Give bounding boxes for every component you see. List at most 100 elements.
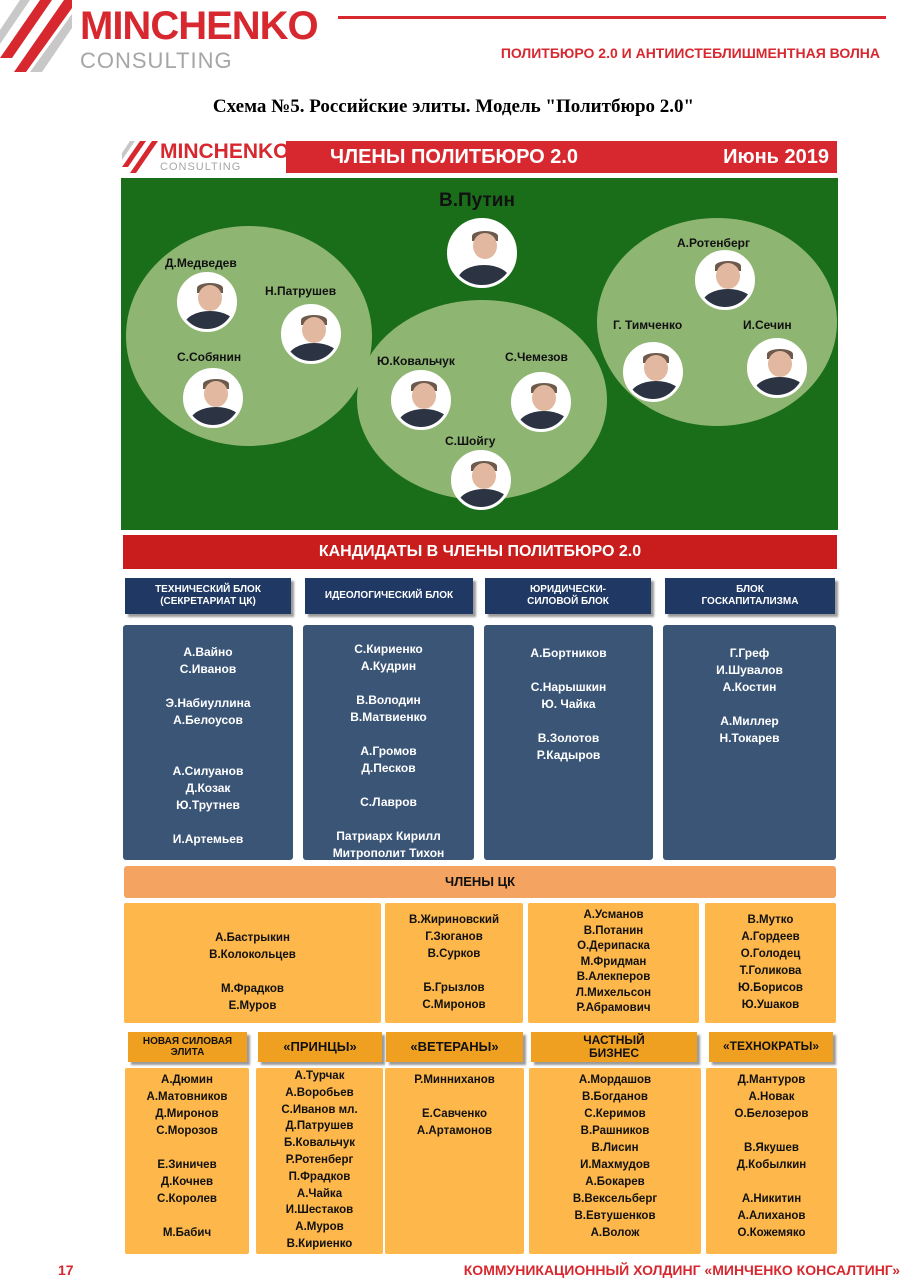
list-item: Б.Грызлов (423, 982, 485, 994)
block-box-technical: А.Вайно С.Иванов Э.Набиуллина А.Белоусов… (123, 625, 293, 860)
list-item: С.Иванов мл. (281, 1103, 358, 1116)
member-name-sobyanin: С.Собянин (177, 350, 242, 364)
list-item: С.Керимов (584, 1108, 646, 1120)
list-item: Р.Кадыров (536, 748, 601, 762)
panel-logo-subtitle: CONSULTING (160, 161, 242, 173)
list-item: Н.Токарев (719, 731, 780, 745)
list-item: А.Муров (295, 1221, 344, 1234)
list-item: О.Дерипаска (577, 940, 650, 952)
block-label-line: ТЕХНИЧЕСКИЙ БЛОК (155, 583, 261, 595)
list-item: А.Матовников (146, 1091, 228, 1103)
list-item: М.Фрадков (220, 983, 284, 995)
member-name-chemezov: С.Чемезов (505, 350, 568, 364)
list-item: Д.Козак (185, 781, 231, 795)
list-item: А.Алиханов (737, 1210, 806, 1222)
panel-date: Июнь 2019 (723, 146, 829, 168)
panel-title-bar: ЧЛЕНЫ ПОЛИТБЮРО 2.0 Июнь 2019 (286, 141, 837, 173)
list-item: А.Турчак (294, 1070, 345, 1082)
list-item: В.Золотов (537, 731, 600, 745)
member-name-shoigu: С.Шойгу (445, 434, 496, 448)
list-item: В.Алекперов (576, 971, 651, 983)
block-label-line: ЮРИДИЧЕСКИ- (529, 583, 606, 595)
category-label-line: ЧАСТНЫЙ (583, 1032, 645, 1047)
list-item: С.Королев (157, 1193, 217, 1205)
list-item: Р.Ротенберг (285, 1153, 354, 1166)
panel-logo-wordmark: MINCHENKO (160, 140, 290, 163)
category-label-technocrats: «ТЕХНОКРАТЫ» (709, 1032, 833, 1062)
list-item: В.Евтушенков (574, 1210, 656, 1222)
category-box-private-business: А.Мордашов В.Богданов С.Керимов В.Рашник… (529, 1068, 701, 1254)
list-item: Т.Голикова (739, 965, 802, 977)
cc-box-parties: В.Жириновский Г.Зюганов В.Сурков Б.Грызл… (385, 903, 523, 1023)
list-item: С.Лавров (360, 795, 417, 809)
block-box-legal-security: А.Бортников С.Нарышкин Ю. Чайка В.Золото… (484, 625, 653, 860)
list-item: А.Усманов (583, 909, 644, 921)
member-name-rotenberg: А.Ротенберг (677, 236, 750, 250)
list-item: О.Белозеров (734, 1108, 809, 1120)
list-item: Е.Муров (228, 1000, 277, 1012)
list-item: А.Бортников (530, 646, 607, 660)
panel-logo-stripes-icon (122, 141, 158, 173)
list-item: О.Голодец (740, 948, 801, 960)
avatar-chemezov (511, 372, 571, 432)
list-item: С.Миронов (422, 999, 486, 1011)
list-item: А.Белоусов (173, 713, 243, 727)
list-item: А.Бастрыкин (215, 932, 290, 944)
page-number: 17 (58, 1262, 74, 1278)
avatar-putin (447, 218, 517, 288)
avatar-timchenko (623, 342, 683, 402)
block-label-line: ИДЕОЛОГИЧЕСКИЙ БЛОК (324, 589, 454, 601)
list-item: Д.Мантуров (737, 1074, 806, 1086)
list-item: Митрополит Тихон (332, 846, 445, 860)
list-item: Д.Песков (361, 761, 416, 775)
list-item: В.Якушев (744, 1142, 799, 1154)
list-item: Е.Савченко (422, 1108, 487, 1120)
category-label-princes: «ПРИНЦЫ» (258, 1032, 382, 1062)
list-item: А.Гордеев (741, 931, 800, 943)
logo-subtitle: CONSULTING (80, 48, 233, 73)
list-item: М.Бабич (162, 1227, 212, 1239)
list-item: В.Кириенко (286, 1237, 353, 1250)
block-label-line: СИЛОВОЙ БЛОК (527, 596, 609, 607)
list-item: А.Кудрин (360, 659, 417, 673)
list-item: В.Сурков (427, 948, 481, 960)
block-label-ideological: ИДЕОЛОГИЧЕСКИЙ БЛОК (305, 578, 473, 614)
block-box-ideological: С.Кириенко А.Кудрин В.Володин В.Матвиенк… (303, 625, 474, 860)
logo-wordmark: MINCHENKO (80, 4, 319, 48)
list-item: Ю.Ушаков (741, 999, 800, 1011)
block-label-line: БЛОК (736, 583, 764, 595)
member-name-kovalchuk: Ю.Ковальчук (377, 354, 455, 368)
list-item: А.Миллер (720, 714, 779, 728)
avatar-patrushev (281, 304, 341, 364)
footer-text: КОММУНИКАЦИОННЫЙ ХОЛДИНГ «МИНЧЕНКО КОНСА… (463, 1262, 900, 1278)
list-item: А.Чайка (296, 1187, 343, 1200)
list-item: Патриарх Кирилл (336, 829, 441, 843)
list-item: Г.Зюганов (425, 931, 483, 943)
list-item: В.Богданов (582, 1091, 648, 1103)
member-name-medvedev: Д.Медведев (165, 256, 237, 270)
list-item: А.Волож (590, 1227, 640, 1239)
list-item: В.Матвиенко (350, 710, 427, 724)
list-item: В.Лисин (591, 1142, 639, 1154)
avatar-medvedev (177, 272, 237, 332)
list-item: В.Володин (356, 693, 421, 707)
list-item: С.Кириенко (354, 642, 423, 656)
category-label-line: «ТЕХНОКРАТЫ» (722, 1039, 820, 1054)
category-box-veterans: Р.Минниханов Е.Савченко А.Артамонов (385, 1068, 524, 1254)
scheme-title: Схема №5. Российские элиты. Модель "Поли… (212, 96, 695, 117)
list-item: А.Воробьев (285, 1086, 354, 1099)
category-box-new-security-elite: А.Дюмин А.Матовников Д.Миронов С.Морозов… (125, 1068, 249, 1254)
list-item: Г.Греф (729, 646, 770, 660)
list-item: В.Потанин (583, 924, 644, 937)
list-item: В.Рашников (580, 1125, 650, 1137)
cc-box-security: А.Бастрыкин В.Колокольцев М.Фрадков Е.Му… (124, 903, 381, 1023)
candidates-title-bar: КАНДИДАТЫ В ЧЛЕНЫ ПОЛИТБЮРО 2.0 (123, 535, 837, 569)
member-name-patrushev: Н.Патрушев (265, 284, 337, 298)
block-label-legal-security: ЮРИДИЧЕСКИ-СИЛОВОЙ БЛОК (485, 578, 651, 614)
list-item: Ю.Трутнев (176, 798, 240, 812)
list-item: Б.Ковальчук (283, 1137, 355, 1150)
report-title: ПОЛИТБЮРО 2.0 И АНТИИСТЕБЛИШМЕНТНАЯ ВОЛН… (500, 45, 880, 61)
list-item: Д.Патрушев (285, 1120, 354, 1133)
